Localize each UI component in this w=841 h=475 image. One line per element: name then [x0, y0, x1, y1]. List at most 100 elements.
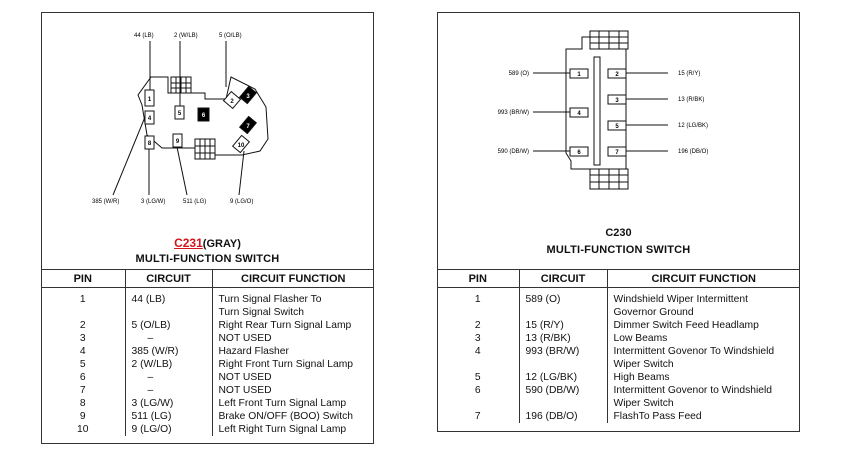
- wire-label: 511 (LG): [183, 199, 206, 205]
- pin-cell: 9: [79, 411, 86, 422]
- function-text: NOT USED: [218, 372, 272, 383]
- circuit-value: 196 (DB/O): [525, 411, 578, 422]
- c231-pin-7: 7: [246, 124, 250, 130]
- c230-pin-5: 5: [615, 124, 619, 130]
- connector-diagram-c231: 1 2 3 4 5 6 7 8 9 10 44 (LB) 2 (W/LB) 5 …: [92, 33, 269, 205]
- circuit-value: –: [147, 333, 154, 344]
- wire-label: 12 (LG/BK): [678, 123, 708, 129]
- c230-pin-7: 7: [615, 150, 619, 156]
- wire-label: 44 (LB): [134, 33, 154, 39]
- c230-pin-2: 2: [615, 72, 619, 78]
- circuit-cell: 3 (LG/W): [124, 397, 212, 410]
- circuit-cell: –: [124, 332, 212, 345]
- circuit-header: CIRCUIT: [518, 269, 607, 288]
- table-row: 10 9 (LG/O) Left Right Turn Signal Lamp: [41, 423, 374, 436]
- circuit-cell: 44 (LB): [124, 287, 212, 319]
- pin-cell: 4: [474, 346, 481, 357]
- function-text: Right Front Turn Signal Lamp: [218, 359, 354, 370]
- function-text: High Beams: [613, 372, 670, 383]
- function-text: Turn Signal Flasher To: [218, 294, 322, 305]
- circuit-cell: 196 (DB/O): [518, 410, 607, 423]
- pin-cell: 2: [79, 320, 86, 331]
- circuit-cell: –: [124, 371, 212, 384]
- function-text: Governor Ground: [613, 307, 694, 318]
- pin-cell: 5: [474, 372, 481, 383]
- pin-cell: 1: [79, 294, 86, 305]
- circuit-cell: 9 (LG/O): [124, 423, 212, 436]
- pin-cell: 7: [474, 411, 481, 422]
- circuit-value: 385 (W/R): [131, 346, 179, 357]
- circuit-value: 44 (LB): [131, 294, 166, 305]
- pin-cell: 6: [79, 372, 86, 383]
- wire-label: 9 (LG/O): [230, 199, 253, 205]
- function-header: CIRCUIT FUNCTION: [211, 269, 374, 288]
- function-cell: Turn Signal Flasher To Turn Signal Switch: [211, 287, 374, 319]
- function-text: Windshield Wiper Intermittent: [613, 294, 748, 305]
- c231-pin-9: 9: [176, 139, 180, 145]
- table-row: 3–NOT USED: [41, 332, 374, 345]
- c231-pin-3: 3: [246, 94, 250, 100]
- table-row: 7–NOT USED: [41, 384, 374, 397]
- pin-cell: 2: [474, 320, 481, 331]
- wire-label: 993 (BR/W): [498, 110, 529, 116]
- wire-label: 15 (R/Y): [678, 71, 700, 77]
- function-cell: FlashTo Pass Feed: [606, 410, 800, 423]
- pin-cell: 10: [77, 424, 89, 435]
- table-row: 4 993 (BR/W)Intermittent Govenor To Winds…: [437, 345, 800, 371]
- function-text: Wiper Switch: [613, 359, 674, 370]
- circuit-cell: 13 (R/BK): [518, 332, 607, 345]
- function-text: Right Rear Turn Signal Lamp: [218, 320, 352, 331]
- function-cell: Left Front Turn Signal Lamp: [211, 397, 374, 410]
- c231-pin-4: 4: [148, 116, 152, 122]
- circuit-cell: 15 (R/Y): [518, 319, 607, 332]
- circuit-cell: 511 (LG): [124, 410, 212, 423]
- table-row: 8 3 (LG/W) Left Front Turn Signal Lamp: [41, 397, 374, 410]
- function-text: Turn Signal Switch: [218, 307, 304, 318]
- pin-cell: 6: [474, 385, 481, 396]
- circuit-value: 15 (R/Y): [525, 320, 564, 331]
- function-text: Brake ON/OFF (BOO) Switch: [218, 411, 353, 422]
- function-cell: NOT USED: [211, 371, 374, 384]
- circuit-value: 589 (O): [525, 294, 561, 305]
- circuit-value: 2 (W/LB): [131, 359, 173, 370]
- wire-label: 196 (DB/O): [678, 149, 708, 155]
- table-row: 6 – NOT USED: [41, 371, 374, 384]
- function-cell: Left Right Turn Signal Lamp: [211, 423, 374, 436]
- pin-header: PIN: [41, 269, 125, 288]
- pin-cell: 5: [79, 359, 86, 370]
- function-cell: Brake ON/OFF (BOO) Switch: [211, 410, 374, 423]
- function-header: CIRCUIT FUNCTION: [606, 269, 800, 288]
- function-text: Intermittent Govenor to Windshield: [613, 385, 773, 396]
- pin-cell: 7: [79, 385, 86, 396]
- function-text: Left Right Turn Signal Lamp: [218, 424, 347, 435]
- connector-code-link[interactable]: C231: [174, 236, 203, 250]
- c230-pin-3: 3: [615, 98, 619, 104]
- function-cell: Right Front Turn Signal Lamp: [211, 358, 374, 371]
- wire-label: 5 (O/LB): [219, 33, 242, 39]
- connector-color: (GRAY): [202, 238, 241, 250]
- circuit-value: –: [147, 372, 154, 383]
- circuit-cell: 589 (O): [518, 287, 607, 319]
- function-cell: NOT USED: [211, 332, 374, 345]
- circuit-cell: 993 (BR/W): [518, 345, 607, 371]
- circuit-cell: 590 (DB/W): [518, 384, 607, 410]
- pin-header: PIN: [437, 269, 519, 288]
- function-text: FlashTo Pass Feed: [613, 411, 702, 422]
- function-text: Left Front Turn Signal Lamp: [218, 398, 347, 409]
- c231-pin-6: 6: [202, 113, 206, 119]
- function-text: Low Beams: [613, 333, 668, 344]
- connector-panel-c231: 1 2 3 4 5 6 7 8 9 10 44 (LB) 2 (W/LB) 5 …: [41, 12, 374, 444]
- circuit-value: –: [147, 385, 154, 396]
- connector-name: MULTI-FUNCTION SWITCH: [546, 244, 691, 256]
- pin-cell: 8: [79, 398, 86, 409]
- table-row: 7 196 (DB/O) FlashTo Pass Feed: [437, 410, 800, 423]
- c230-pin-1: 1: [577, 72, 581, 78]
